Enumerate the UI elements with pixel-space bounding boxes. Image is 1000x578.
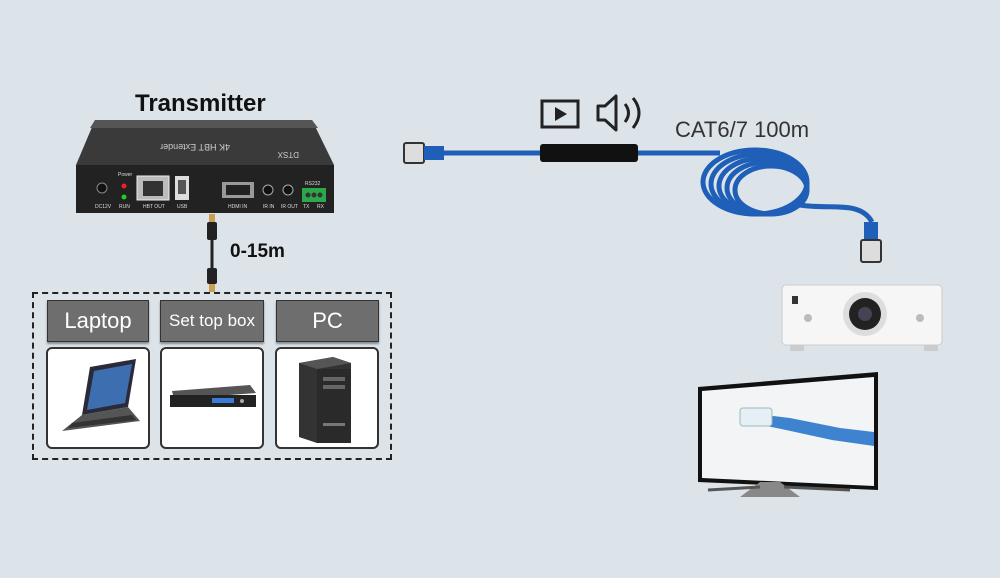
device-brand-text: DTSX <box>277 150 299 159</box>
transmitter-title: Transmitter <box>135 90 266 117</box>
source-card-pc <box>275 347 379 449</box>
video-play-icon <box>540 99 580 129</box>
power-label: Power <box>118 172 133 178</box>
laptop-icon <box>62 359 140 431</box>
port-run: RUN <box>119 204 130 210</box>
cable-length-label: CAT6/7 100m <box>675 117 810 142</box>
port-rx: RX <box>317 204 325 210</box>
source-devices-box <box>32 292 392 460</box>
source-card-laptop <box>46 347 150 449</box>
speaker-icon <box>596 94 641 132</box>
device-model-text: 4K HBT Extender <box>160 142 230 152</box>
port-ir-in: IR IN <box>263 204 275 210</box>
source-card-set-top-box <box>160 347 264 449</box>
hdmi-cable <box>207 214 217 292</box>
port-hdmi-in: HDMI IN <box>228 204 248 210</box>
port-rs232: RS232 <box>305 181 321 187</box>
port-usb: USB <box>177 204 188 210</box>
cat-cable <box>403 142 882 263</box>
hdmi-distance-label: 0-15m <box>230 241 285 262</box>
port-tx: TX <box>303 204 310 210</box>
set-top-box-icon <box>170 385 256 407</box>
port-hbt-out: HBT OUT <box>143 204 165 210</box>
tv-image <box>698 372 878 497</box>
port-ir-out: IR OUT <box>281 204 298 210</box>
projector-image <box>781 284 943 351</box>
source-label-set-top-box: Set top box <box>160 300 264 342</box>
pc-tower-icon <box>299 357 351 443</box>
source-label-pc: PC <box>276 300 379 342</box>
source-label-laptop: Laptop <box>47 300 149 342</box>
port-dc12v: DC12V <box>95 204 112 210</box>
transmitter-device: 4K HBT Extender DTSX Power DC12V RUN HBT… <box>76 120 334 213</box>
